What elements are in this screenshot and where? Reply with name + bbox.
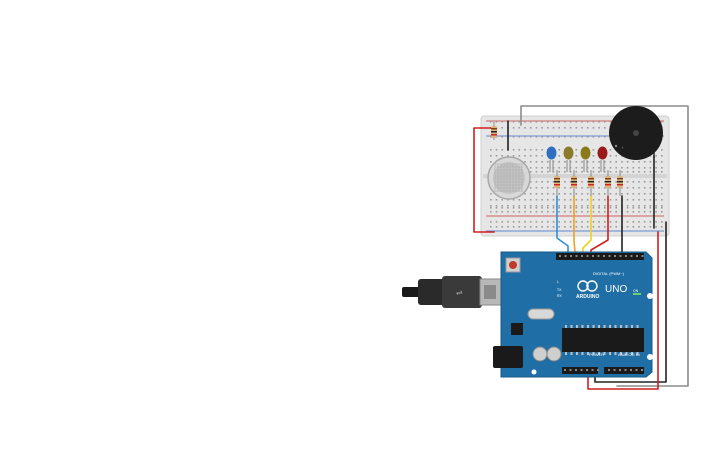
brand-text: ARDUINO bbox=[576, 294, 599, 300]
arduino-logo: ARDUINO UNO bbox=[576, 280, 627, 300]
led-blue[interactable] bbox=[546, 146, 557, 173]
led-olive[interactable] bbox=[580, 146, 591, 173]
led-red[interactable] bbox=[597, 146, 608, 173]
svg-text:⇌: ⇌ bbox=[456, 288, 463, 297]
power-header[interactable] bbox=[562, 367, 598, 374]
usb-cable[interactable]: ⇌ bbox=[402, 276, 505, 308]
led-resistors bbox=[554, 170, 623, 196]
on-led bbox=[633, 293, 641, 295]
sensor-mesh bbox=[494, 163, 523, 192]
led-olive[interactable] bbox=[563, 146, 574, 173]
atmega-chip bbox=[562, 328, 644, 352]
capacitor bbox=[532, 346, 548, 362]
digital-header[interactable] bbox=[556, 253, 644, 260]
model-text: UNO bbox=[605, 284, 627, 295]
arduino-uno-board[interactable]: ⇌ ARDUINO UNO DIGITAL (PWM~) TX RX L ON bbox=[402, 251, 653, 378]
analog-label: ANALOG IN bbox=[618, 352, 640, 357]
chip-pins bbox=[565, 325, 639, 355]
analog-header[interactable] bbox=[604, 367, 644, 374]
piezo-buzzer[interactable]: + bbox=[609, 106, 663, 160]
crystal bbox=[527, 308, 555, 320]
power-jack[interactable] bbox=[493, 346, 523, 368]
l-label: L bbox=[557, 280, 559, 284]
red-bottom-wire bbox=[587, 231, 659, 390]
gray-wire bbox=[520, 105, 689, 387]
capacitor bbox=[546, 346, 562, 362]
rx-label: RX bbox=[557, 294, 563, 298]
resistor[interactable] bbox=[491, 122, 497, 140]
digital-label: DIGITAL (PWM~) bbox=[593, 271, 625, 276]
bottom-pins bbox=[564, 369, 643, 371]
svg-text:+: + bbox=[621, 145, 624, 150]
digital-pins bbox=[559, 255, 644, 257]
tx-label: TX bbox=[557, 288, 562, 292]
voltage-regulator bbox=[511, 323, 523, 335]
red-wire bbox=[473, 127, 495, 233]
gas-sensor[interactable] bbox=[487, 156, 531, 200]
on-label: ON bbox=[633, 289, 639, 293]
power-label: POWER bbox=[589, 352, 604, 357]
